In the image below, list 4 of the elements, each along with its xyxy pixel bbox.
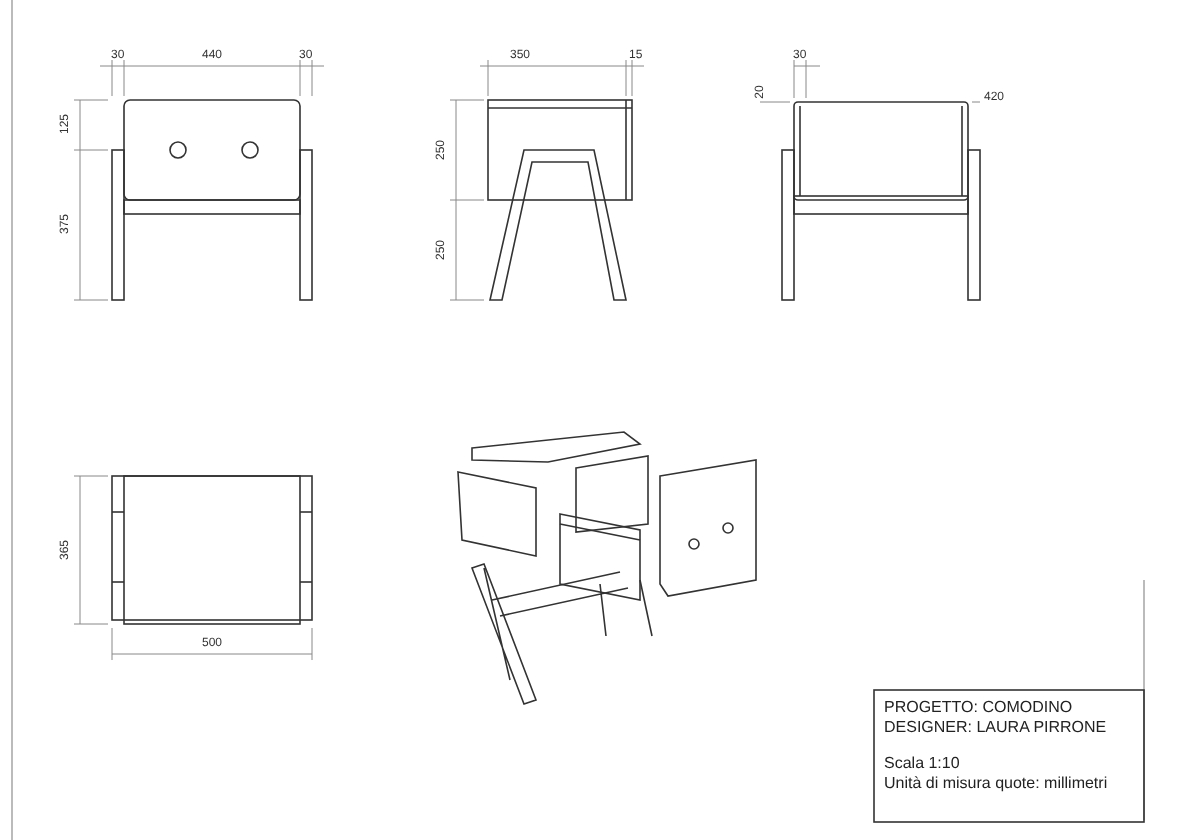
title-block-text: PROGETTO: COMODINO: [884, 700, 1073, 716]
title-block-text: Unità di misura quote: millimetri: [884, 776, 1108, 792]
title-block-text: DESIGNER: LAURA PIRRONE: [884, 720, 1107, 736]
title-block-text: Scala 1:10: [884, 756, 960, 772]
